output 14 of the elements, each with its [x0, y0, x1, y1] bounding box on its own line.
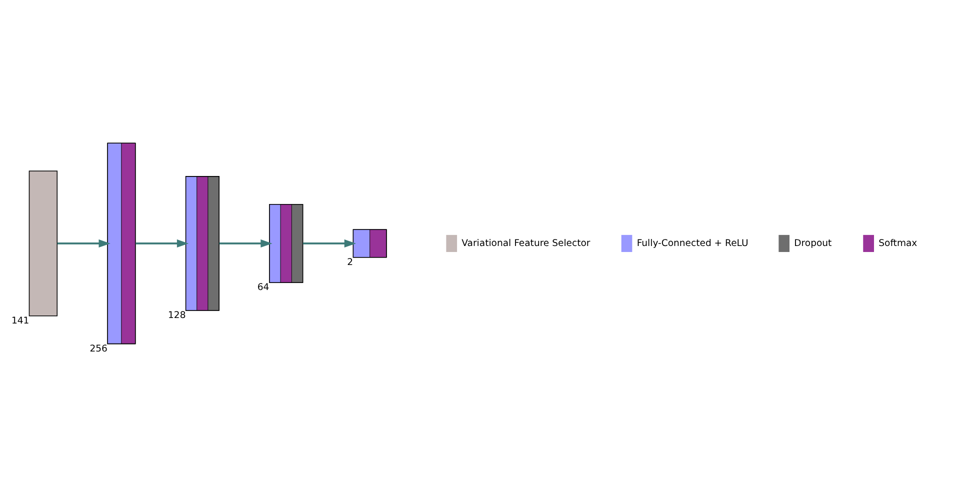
node-label: 2	[347, 256, 354, 268]
arrow	[136, 239, 189, 248]
legend-label: Dropout	[794, 238, 832, 249]
arrow	[302, 239, 356, 248]
arrow	[57, 239, 110, 248]
node-label: 128	[168, 310, 186, 321]
node-label: 64	[257, 282, 270, 294]
node-label: 256	[90, 343, 108, 354]
node-label: 141	[11, 315, 30, 326]
legend-label: Softmax	[878, 238, 918, 249]
legend-label: Variational Feature Selector	[462, 238, 590, 249]
legend-label: Fully-Connected + ReLU	[636, 238, 748, 249]
node-box	[28, 170, 58, 316]
arrow	[219, 239, 272, 248]
